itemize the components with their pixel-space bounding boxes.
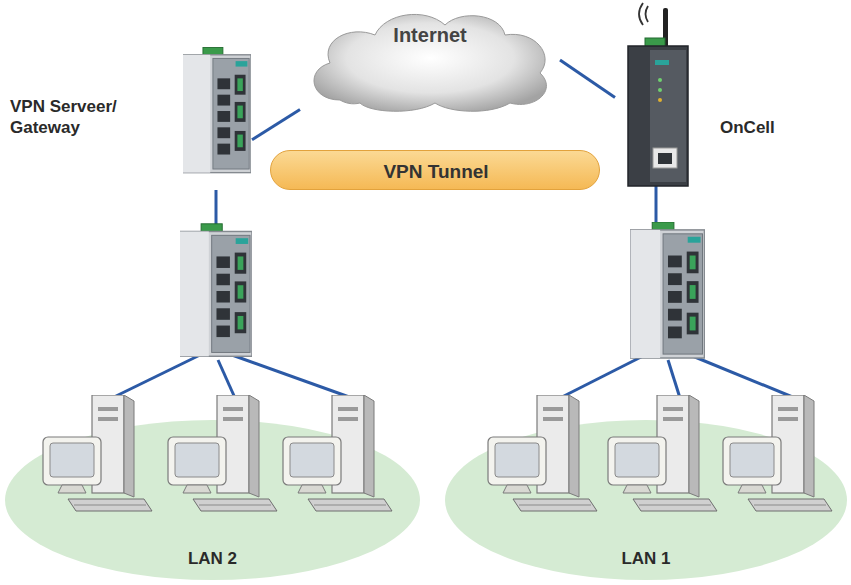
network-link bbox=[252, 110, 300, 140]
oncell-panel bbox=[650, 50, 686, 182]
node-label: VPN Tunnel bbox=[271, 160, 601, 184]
node-label: OnCell bbox=[720, 117, 805, 138]
vpn-gateway: VPN Serveer/ Gateway bbox=[8, 38, 252, 190]
ethernet-switch bbox=[180, 224, 252, 356]
oncell-body bbox=[628, 46, 688, 186]
ethernet-switch bbox=[631, 222, 705, 358]
oncell-logo bbox=[655, 60, 669, 65]
status-led bbox=[658, 98, 662, 102]
wireless-waves bbox=[639, 3, 648, 25]
vpn-tunnel-band: VPN Tunnel bbox=[270, 150, 600, 190]
terminal-block bbox=[645, 38, 665, 48]
node-label: LAN 1 bbox=[445, 548, 847, 569]
oncell-device bbox=[628, 3, 688, 186]
status-led bbox=[658, 88, 662, 92]
lan-zone: LAN 2 bbox=[5, 420, 420, 580]
cloud-outline bbox=[300, 5, 560, 115]
node-label: Internet bbox=[300, 23, 560, 48]
internet-cloud: Internet bbox=[300, 5, 560, 115]
ethernet-port bbox=[658, 153, 672, 164]
antenna bbox=[663, 8, 668, 60]
lan-zone: LAN 1 bbox=[445, 420, 847, 580]
ethernet-wire bbox=[112, 186, 795, 398]
vpn-gateway-device bbox=[183, 48, 251, 173]
network-link bbox=[560, 60, 615, 98]
status-led bbox=[658, 78, 662, 82]
node-label: VPN Serveer/ Gateway bbox=[10, 96, 130, 139]
ethernet-port bbox=[653, 148, 677, 168]
oncell-gateway: OnCell bbox=[615, 5, 805, 190]
node-label: LAN 2 bbox=[5, 548, 420, 569]
